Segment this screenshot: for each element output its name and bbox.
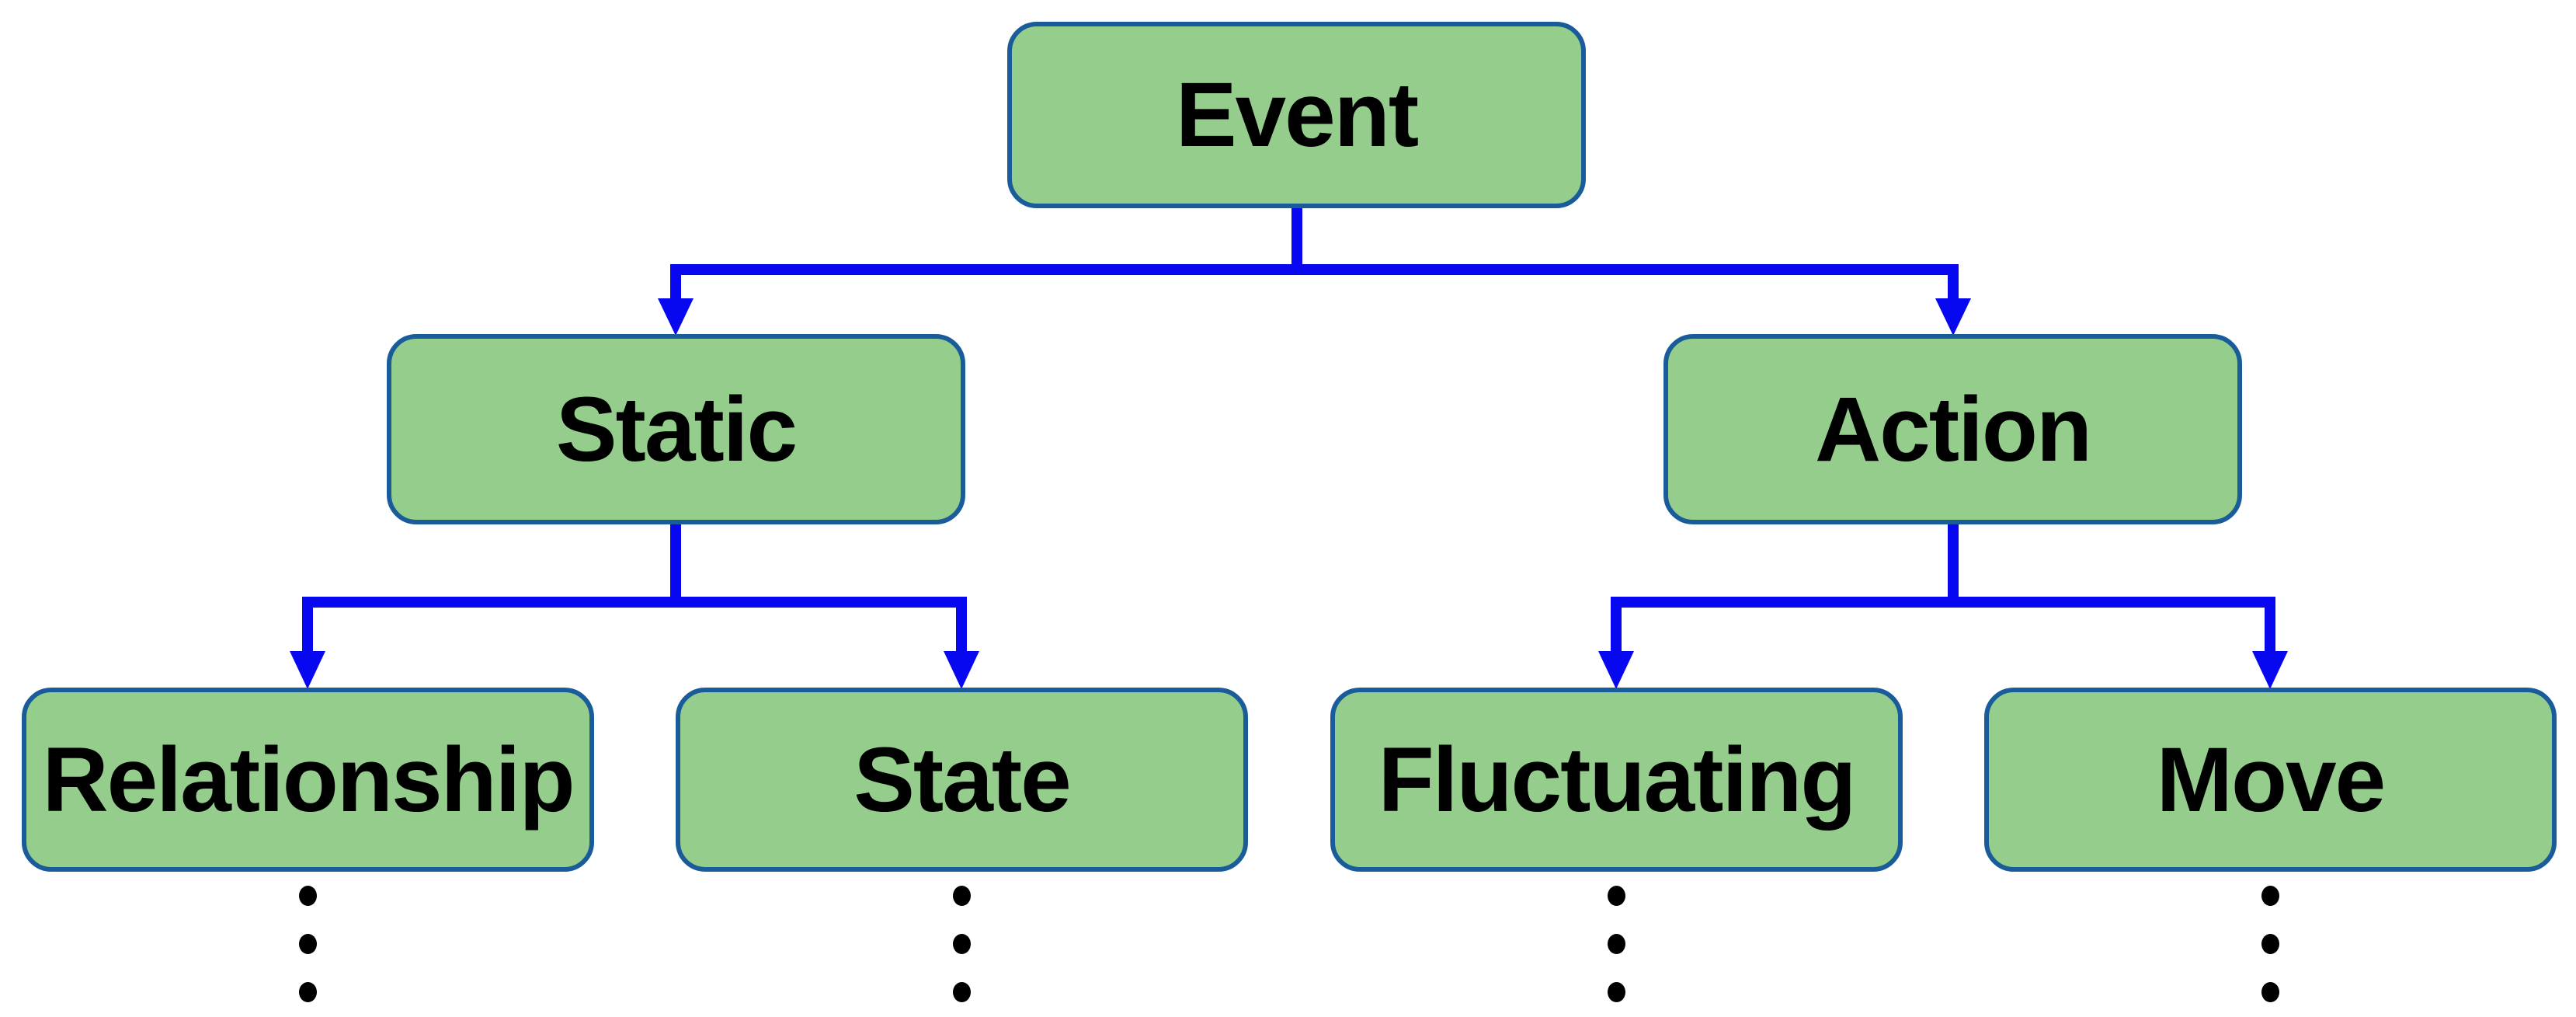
connector-event-to-children <box>658 207 1971 336</box>
node-fluctuating-label: Fluctuating <box>1378 728 1857 831</box>
node-move-label: Move <box>2156 728 2387 831</box>
dot <box>298 934 317 954</box>
dot <box>298 886 317 906</box>
arrowhead-relationship <box>290 651 325 689</box>
dot <box>2261 934 2279 954</box>
node-action-label: Action <box>1814 378 2092 481</box>
arrowhead-action <box>1935 298 1971 336</box>
node-event: Event <box>1007 22 1586 208</box>
node-state: State <box>676 688 1248 872</box>
connector-static-to-children <box>290 523 979 689</box>
node-relationship: Relationship <box>22 688 594 872</box>
node-static-label: Static <box>555 378 798 481</box>
node-state-label: State <box>853 728 1072 831</box>
dot <box>2261 886 2279 906</box>
node-relationship-label: Relationship <box>42 728 575 831</box>
dot <box>298 982 317 1002</box>
dot <box>1607 886 1625 906</box>
dot <box>952 934 971 954</box>
arrowhead-move <box>2252 651 2288 689</box>
arrowhead-fluctuating <box>1598 651 1634 689</box>
ellipsis-dots-move <box>2261 886 2279 1002</box>
dot <box>1607 982 1625 1002</box>
node-static: Static <box>387 334 965 524</box>
node-fluctuating: Fluctuating <box>1330 688 1903 872</box>
dot <box>952 886 971 906</box>
connector-action-to-children <box>1598 523 2288 689</box>
ellipsis-dots-state <box>952 886 971 1002</box>
ellipsis-dots-fluctuating <box>1607 886 1625 1002</box>
arrowhead-static <box>658 298 694 336</box>
node-move: Move <box>1984 688 2557 872</box>
dot <box>2261 982 2279 1002</box>
dot <box>952 982 971 1002</box>
arrowhead-state <box>944 651 979 689</box>
dot <box>1607 934 1625 954</box>
node-action: Action <box>1663 334 2242 524</box>
node-event-label: Event <box>1175 64 1419 166</box>
ellipsis-dots-relationship <box>298 886 317 1002</box>
